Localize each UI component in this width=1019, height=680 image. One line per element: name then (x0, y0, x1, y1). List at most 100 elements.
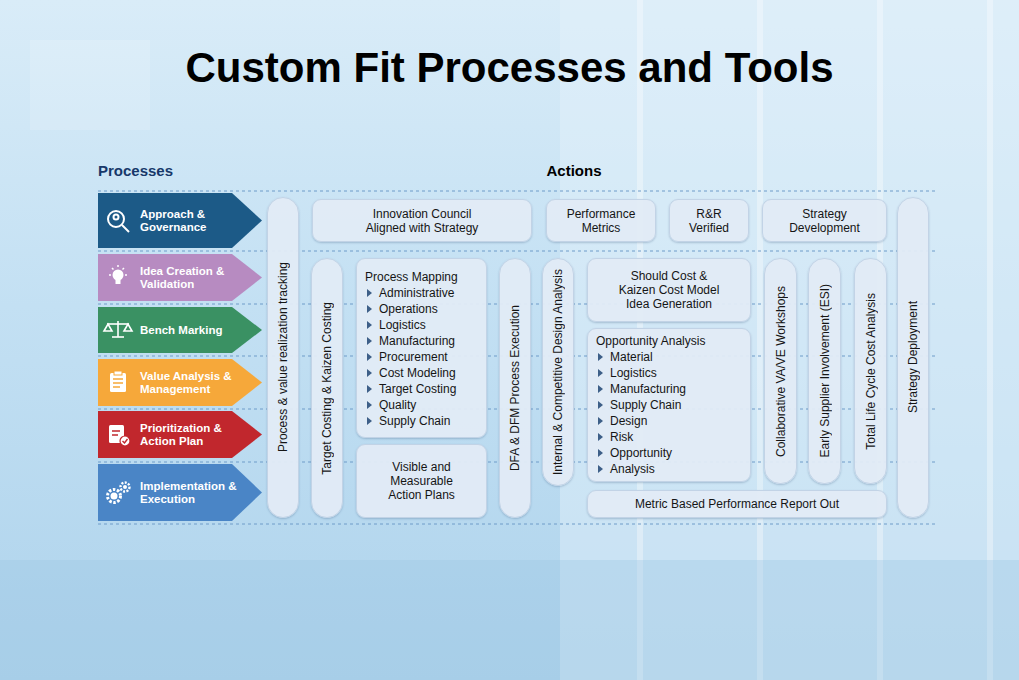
action-pill: DFA & DFM Process Execution (499, 258, 531, 518)
list-item-text: Logistics (379, 317, 426, 333)
action-text: Strategy Deployment (906, 301, 920, 413)
action-text: Strategy Development (780, 207, 870, 235)
row-separator (98, 524, 935, 525)
bullet-triangle (598, 449, 603, 457)
process-name: Value Analysis & Management (140, 370, 252, 396)
bullet-triangle (367, 353, 372, 361)
list-item-text: Administrative (379, 285, 454, 301)
process-name: Prioritization & Action Plan (140, 422, 252, 448)
list-item-text: Supply Chain (379, 413, 450, 429)
bullet-triangle (367, 321, 372, 329)
list-item-text: Cost Modeling (379, 365, 456, 381)
bullet-triangle (598, 385, 603, 393)
process-name: Implementation & Execution (140, 480, 252, 506)
process-name: Idea Creation & Validation (140, 265, 252, 291)
list-item-text: Design (610, 413, 647, 429)
list-item: Target Costing (365, 381, 456, 397)
list-item-text: Material (610, 349, 653, 365)
bullet-triangle (598, 401, 603, 409)
window-frame (757, 0, 763, 680)
list-item-text: Manufacturing (610, 381, 686, 397)
list-item: Logistics (365, 317, 426, 333)
list-item-text: Analysis (610, 461, 655, 477)
action-text: Performance Metrics (561, 207, 641, 235)
action-text: Internal & Competitive Design Analysis (551, 269, 565, 475)
list-item: Administrative (365, 285, 454, 301)
action-pill: Collaborative VA/VE Workshops (764, 258, 797, 484)
list-item-text: Target Costing (379, 381, 456, 397)
dashed-lines (98, 191, 935, 524)
action-list-box: Process MappingAdministrativeOperationsL… (356, 258, 487, 438)
list-item-text: Opportunity (610, 445, 672, 461)
bullet-triangle (367, 289, 372, 297)
bullet-triangle (367, 401, 372, 409)
action-pill: Target Costing & Kaizen Costing (311, 258, 343, 518)
list-item: Logistics (596, 365, 657, 381)
bullet-triangle (367, 417, 372, 425)
list-item: Supply Chain (596, 397, 681, 413)
process-arrow: Implementation & Execution (98, 464, 262, 521)
process-name: Bench Marking (140, 324, 222, 337)
window-glow (560, 0, 1019, 680)
bullet-triangle (367, 305, 372, 313)
action-text: Total Life Cycle Cost Analysis (864, 293, 878, 450)
action-text: Innovation Council Aligned with Strategy (357, 207, 487, 235)
list-item-text: Procurement (379, 349, 448, 365)
list-item: Material (596, 349, 653, 365)
action-box: Metric Based Performance Report Out (587, 490, 887, 518)
bullet-triangle (367, 385, 372, 393)
floor-shade (0, 560, 1019, 680)
bullet-triangle (598, 369, 603, 377)
action-pill: Early Supplier Involvement (ESI) (808, 258, 841, 484)
bullet-triangle (598, 433, 603, 441)
list-item: Cost Modeling (365, 365, 456, 381)
bullet-triangle (367, 369, 372, 377)
list-item-text: Manufacturing (379, 333, 455, 349)
list-item: Supply Chain (365, 413, 450, 429)
process-arrow: Bench Marking (98, 307, 262, 353)
window-frame (987, 0, 993, 680)
process-arrow: Value Analysis & Management (98, 359, 262, 406)
process-arrow: Approach & Governance (98, 193, 262, 248)
list-item: Design (596, 413, 647, 429)
arrow-fill (98, 193, 262, 248)
arrow-fill (98, 307, 262, 353)
action-text: DFA & DFM Process Execution (508, 305, 522, 471)
row-separator (98, 251, 935, 252)
list-item-text: Operations (379, 301, 438, 317)
list-item-text: Quality (379, 397, 416, 413)
action-pill: Process & value realization tracking (267, 197, 299, 518)
list-item: Risk (596, 429, 633, 445)
process-arrow: Prioritization & Action Plan (98, 411, 262, 458)
action-box: Innovation Council Aligned with Strategy (312, 199, 532, 242)
bullet-triangle (367, 337, 372, 345)
bullet-triangle (598, 353, 603, 361)
action-text: Visible and Measurable Action Plans (382, 460, 462, 502)
action-pill: Strategy Deployment (897, 197, 929, 518)
list-item: Quality (365, 397, 416, 413)
process-arrow: Idea Creation & Validation (98, 254, 262, 301)
bullet-triangle (598, 417, 603, 425)
list-item: Operations (365, 301, 438, 317)
list-heading: Opportunity Analysis (596, 333, 705, 349)
arrow-fill (98, 464, 262, 521)
bullet-triangle (598, 465, 603, 473)
action-text: R&R Verified (682, 207, 737, 235)
action-list-box: Opportunity AnalysisMaterialLogisticsMan… (587, 328, 751, 482)
action-text: Should Cost & Kaizen Cost Model Idea Gen… (617, 269, 722, 311)
action-box: R&R Verified (669, 199, 749, 242)
list-item: Manufacturing (365, 333, 455, 349)
list-item-text: Risk (610, 429, 633, 445)
action-box: Strategy Development (762, 199, 887, 242)
row-separator (98, 191, 935, 192)
action-text: Process & value realization tracking (276, 262, 290, 452)
diagram-title: Custom Fit Processes and Tools (0, 42, 1019, 94)
list-item: Manufacturing (596, 381, 686, 397)
list-item-text: Supply Chain (610, 397, 681, 413)
action-box: Visible and Measurable Action Plans (356, 444, 487, 518)
arrow-fill (98, 254, 262, 301)
action-text: Metric Based Performance Report Out (635, 497, 839, 511)
wall-panel (30, 40, 150, 130)
action-text: Early Supplier Involvement (ESI) (818, 284, 832, 457)
